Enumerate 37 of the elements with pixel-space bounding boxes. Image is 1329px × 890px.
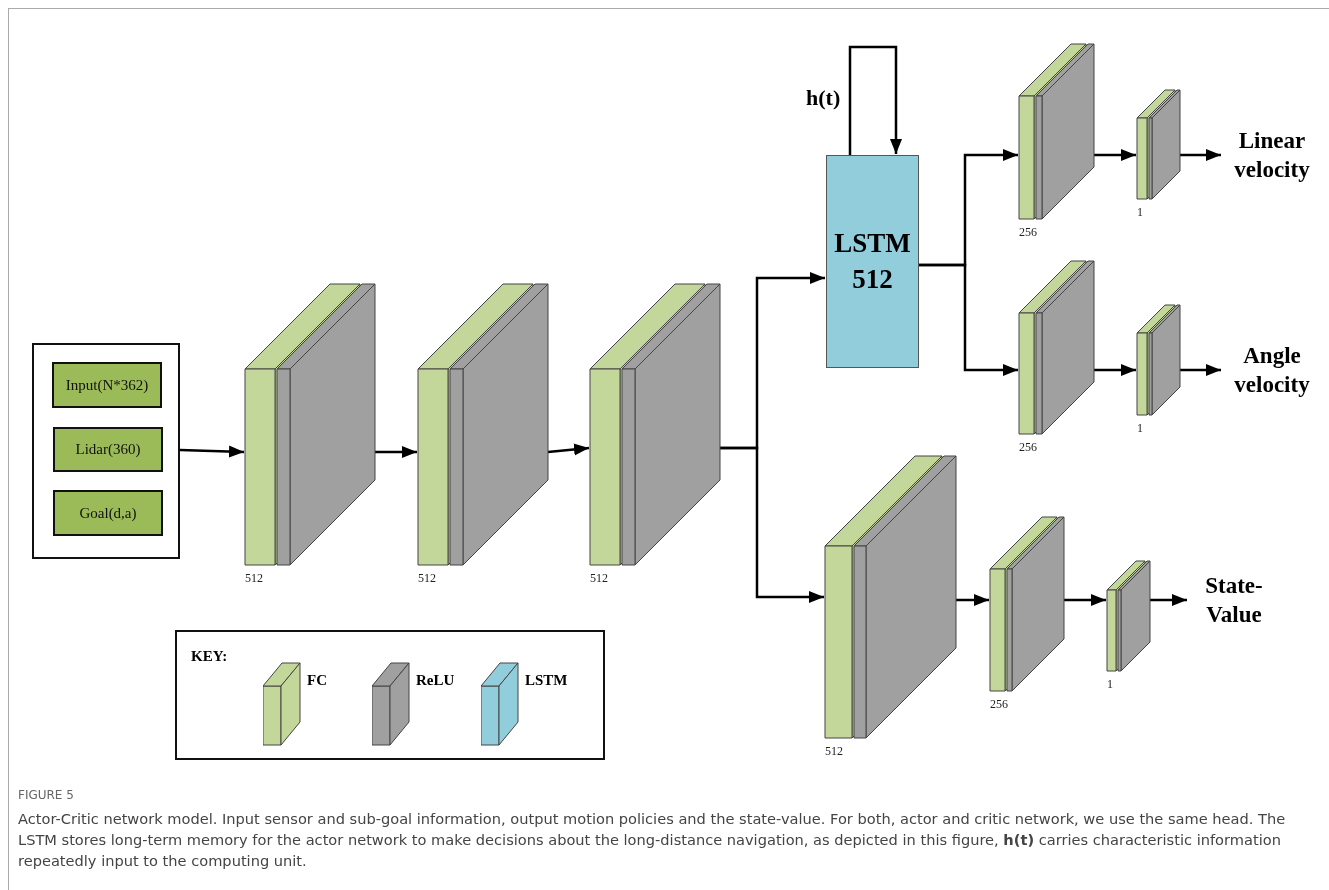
legend-label: LSTM xyxy=(525,672,568,689)
caption: Actor-Critic network model. Input sensor and sub-goal information, output motion policies and the state-value. For both, actor and critic network, we use the same head. The LSTM stores long-term memory for the actor network to make decisions about the long-distance navigation, as depicted in this figure, h(t) carries characteristic information repeatedly input to the computing unit. xyxy=(18,809,1287,871)
figure-title: FIGURE 5 xyxy=(18,788,74,802)
input-box: Goal(d,a) xyxy=(53,490,163,536)
arrow xyxy=(375,446,417,458)
arrow xyxy=(1094,364,1136,376)
arrow xyxy=(1094,149,1136,161)
layer-size-label: 512 xyxy=(825,744,843,759)
layer-size-label: 1 xyxy=(1137,205,1143,220)
arrow xyxy=(1150,594,1187,606)
layer-size-label: 256 xyxy=(990,697,1008,712)
output-label: Linear velocity xyxy=(1222,126,1322,186)
arrow xyxy=(956,594,989,606)
input-group-box xyxy=(32,343,180,559)
arrow xyxy=(179,445,245,458)
arrow xyxy=(547,443,590,456)
arrow xyxy=(720,446,824,603)
layer-size-label: 1 xyxy=(1137,421,1143,436)
layer-size-label: 1 xyxy=(1107,677,1113,692)
input-box: Lidar(360) xyxy=(53,427,163,472)
layer-size-label: 256 xyxy=(1019,440,1037,455)
layer-size-label: 512 xyxy=(418,571,436,586)
layer-size-label: 256 xyxy=(1019,225,1037,240)
legend-title: KEY: xyxy=(191,648,228,665)
arrow xyxy=(1180,364,1221,376)
arrow xyxy=(919,263,1018,376)
output-label: Angle velocity xyxy=(1222,341,1322,401)
arrow xyxy=(1180,149,1221,161)
arrow xyxy=(1064,594,1106,606)
layer-size-label: 512 xyxy=(245,571,263,586)
lstm-box: LSTM 512 xyxy=(826,155,919,368)
input-box: Input(N*362) xyxy=(52,362,162,408)
legend-label: ReLU xyxy=(416,672,455,689)
layer-size-label: 512 xyxy=(590,571,608,586)
output-label: State-Value xyxy=(1188,571,1280,631)
legend-label: FC xyxy=(307,672,327,689)
arrow xyxy=(848,45,902,155)
